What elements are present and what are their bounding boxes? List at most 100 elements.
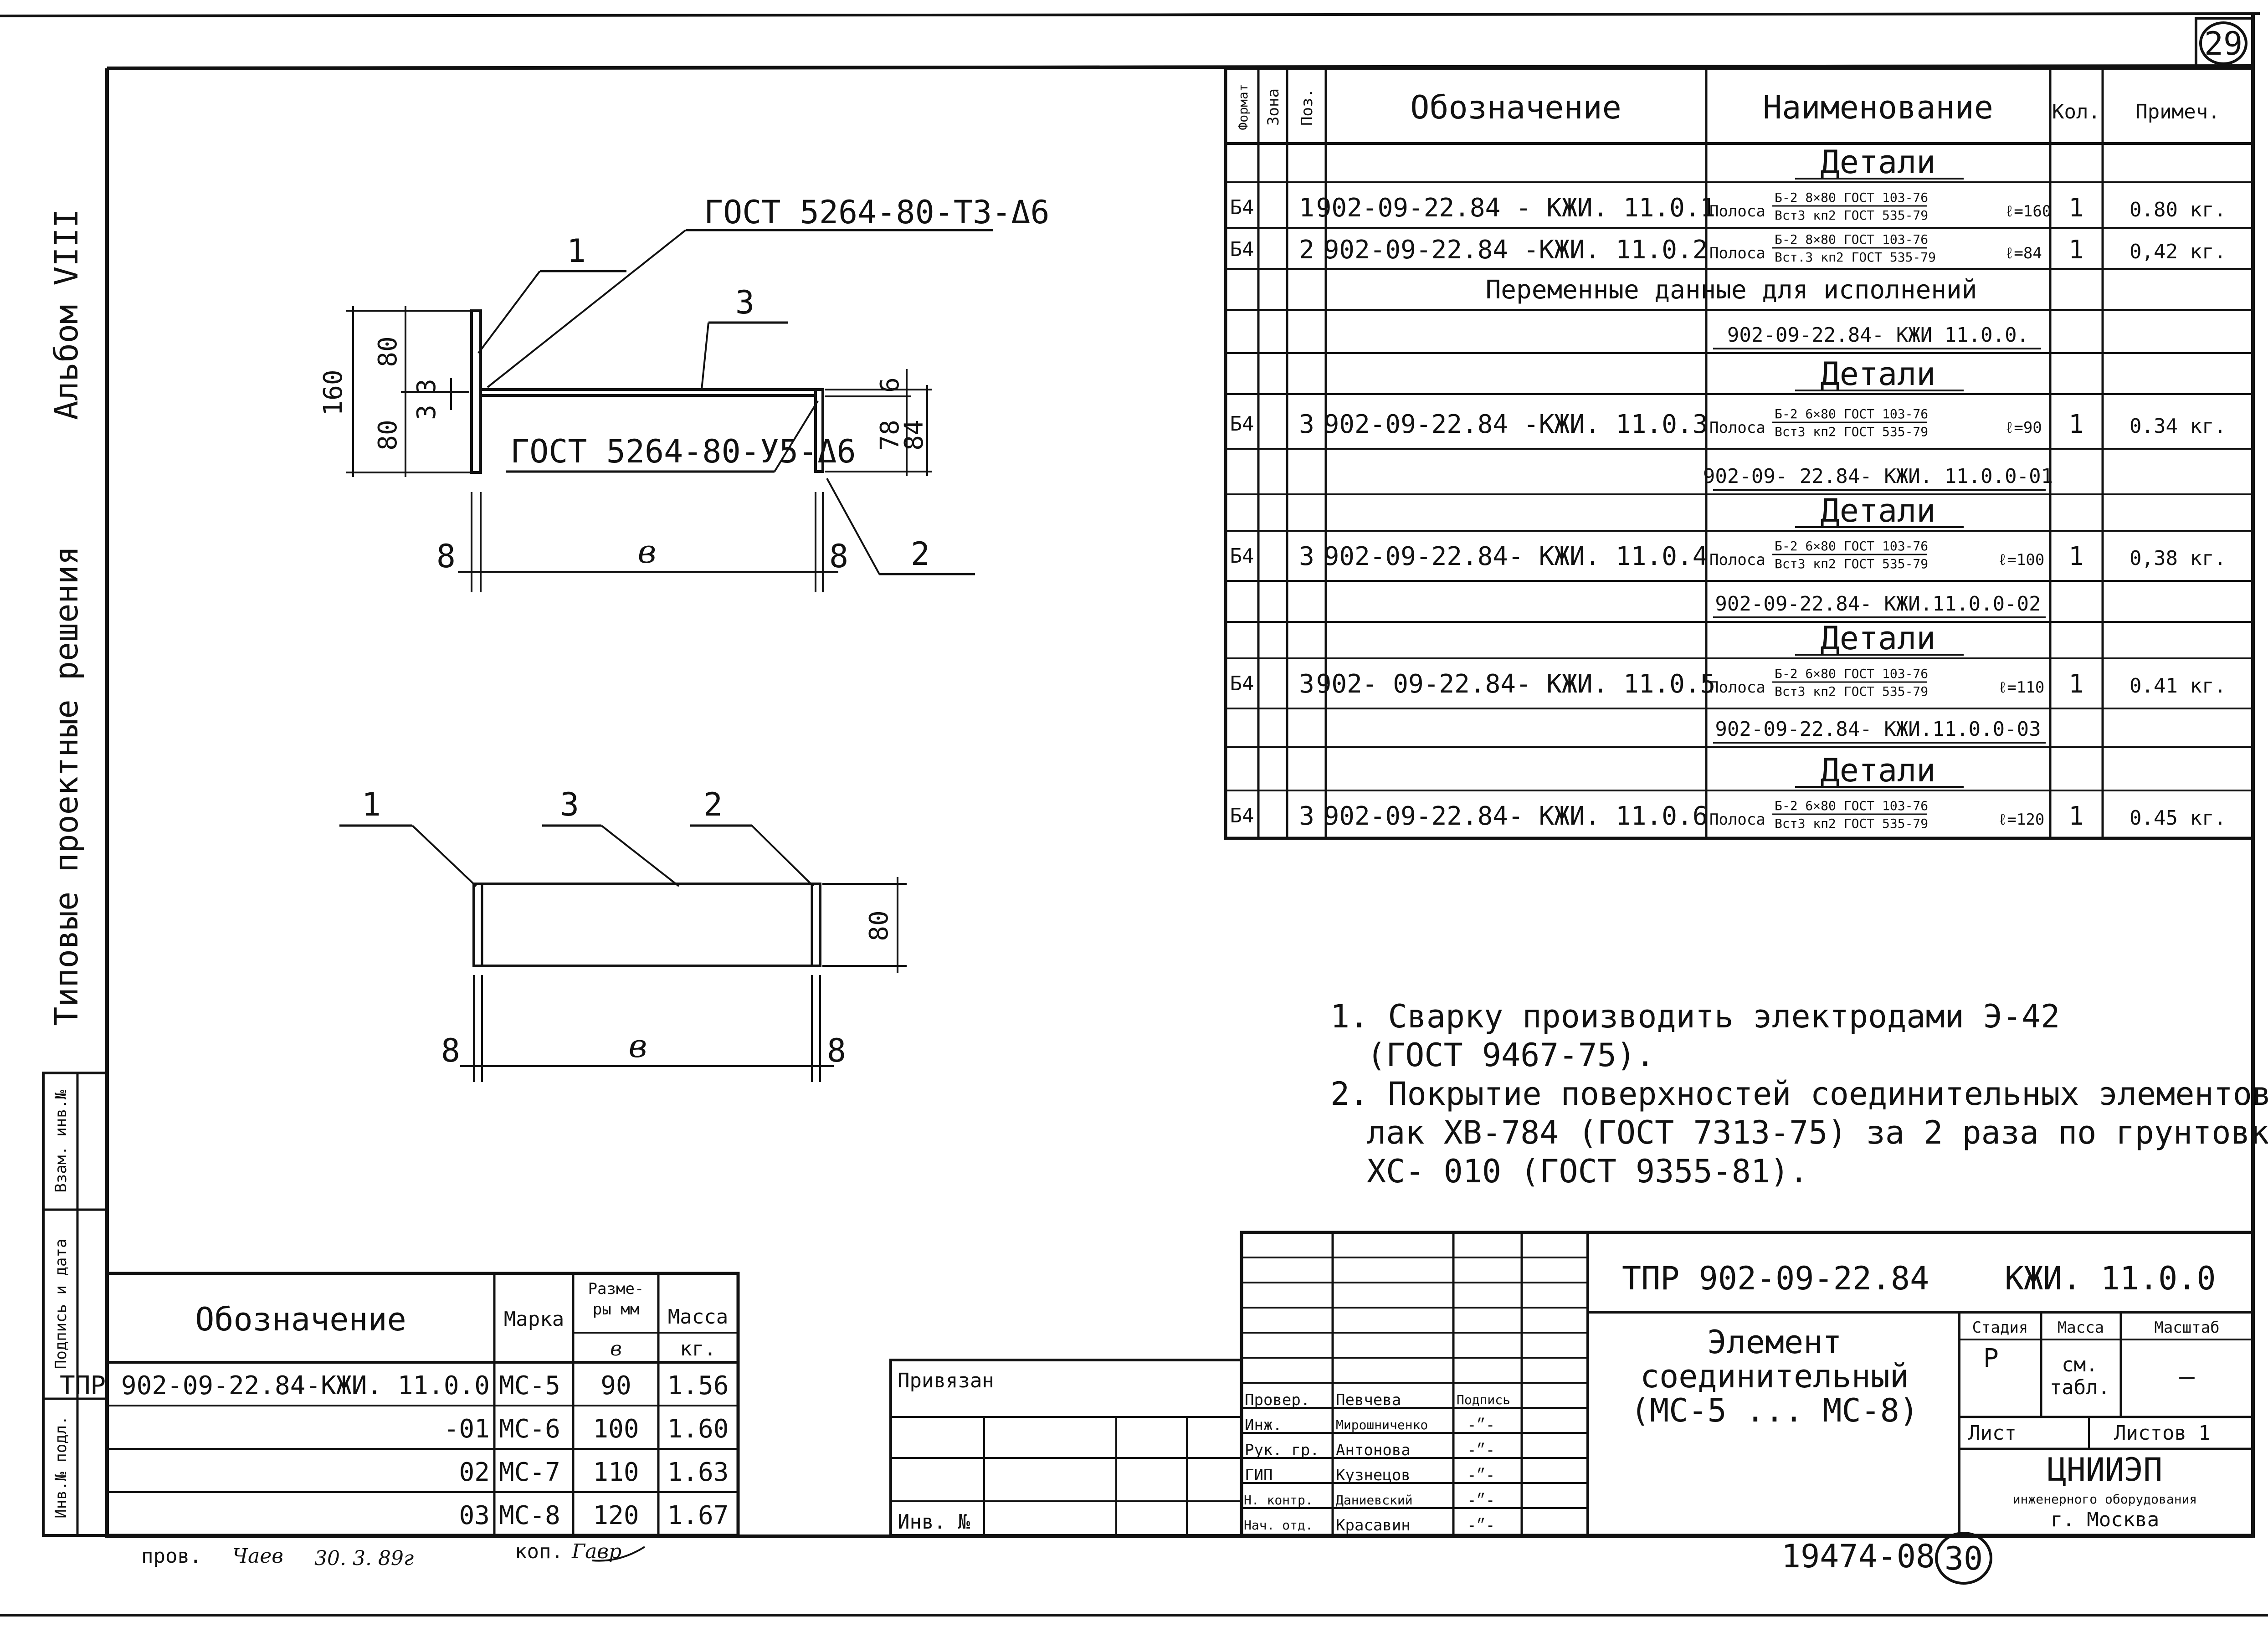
spec-row-5: Б4 3 902- 09-22.84- КЖИ. 11.0.5 Полоса Б… (1230, 666, 2226, 699)
spec-row-6: Б4 3 902-09-22.84- КЖИ. 11.0.6 Полоса Б-… (1230, 798, 2226, 831)
svg-text:ℓ=100: ℓ=100 (1998, 551, 2044, 569)
note-1-line-2: (ГОСТ 9467-75). (1367, 1037, 1655, 1074)
mass-table: Обозначение Марка Разме- ры мм в Масса к… (60, 1272, 740, 1537)
signature-row-2: Инж. Мирошниченко -״- (1245, 1416, 1495, 1434)
header-qty: Кол. (2052, 100, 2100, 123)
note-1-line-1: 1. Сварку производить электродами Э-42 (1330, 998, 2060, 1035)
svg-text:902-09-22.84 -КЖИ. 11.0.3: 902-09-22.84 -КЖИ. 11.0.3 (1324, 410, 1708, 439)
section-details-5: Детали (1821, 752, 1936, 789)
variant-base: 902-09-22.84- КЖИ 11.0.0. (1727, 323, 2029, 347)
svg-text:Кузнецов: Кузнецов (1336, 1466, 1411, 1484)
callout-1: 1 (567, 232, 586, 270)
callout-2: 2 (911, 535, 930, 573)
callout-2-plan: 2 (703, 786, 723, 823)
stamp-replace-inv: Взам. инв.№ (52, 1090, 70, 1193)
svg-text:Антонова: Антонова (1336, 1441, 1411, 1459)
mass-value-2: табл. (2050, 1376, 2110, 1399)
footer-codes: 19474-08 30 (1781, 1532, 1992, 1585)
svg-text:1.56: 1.56 (667, 1371, 729, 1401)
svg-text:ℓ=84: ℓ=84 (2005, 244, 2042, 262)
svg-text:Рук. гр.: Рук. гр. (1245, 1441, 1319, 1459)
weld-upper: ГОСТ 5264-80-Т3-Δ6 (704, 194, 1050, 231)
sheet-number: 29 (2204, 25, 2242, 62)
svg-text:1: 1 (2068, 669, 2084, 699)
spec-row-2: Б4 2 902-09-22.84 -КЖИ. 11.0.2 Полоса Б-… (1230, 232, 2226, 265)
variant-03: 902-09-22.84- КЖИ.11.0.0-03 (1715, 718, 2041, 741)
svg-text:Б4: Б4 (1230, 238, 1254, 261)
svg-text:3: 3 (1299, 801, 1314, 831)
svg-text:Полоса: Полоса (1709, 202, 1765, 221)
svg-text:0.41 кг.: 0.41 кг. (2129, 674, 2226, 698)
svg-text:1: 1 (2068, 801, 2084, 831)
binding-title: Привязан (898, 1369, 994, 1392)
checked-signature: Чаев (232, 1545, 283, 1568)
mass-row-4: 03 МС-8 120 1.67 (459, 1501, 729, 1530)
svg-text:902-09-22.84 - КЖИ. 11.0.1: 902-09-22.84 - КЖИ. 11.0.1 (1316, 193, 1716, 223)
signature-row-4: ГИП Кузнецов -״- (1245, 1466, 1495, 1484)
scale-label: Масштаб (2154, 1319, 2219, 1337)
svg-text:1: 1 (1299, 193, 1314, 223)
svg-text:Мирошниченко: Мирошниченко (1336, 1417, 1428, 1432)
svg-text:-״-: -״- (1467, 1466, 1495, 1484)
svg-text:ℓ=120: ℓ=120 (1998, 811, 2044, 829)
svg-text:110: 110 (593, 1458, 639, 1487)
dim-3-bottom: 3 (412, 405, 441, 420)
header-pos: Поз. (1298, 88, 1316, 126)
svg-text:100: 100 (593, 1414, 639, 1444)
drawing-plan-view: 80 8 8 в 1 3 2 (339, 786, 907, 1082)
doc-code: ТПР 902-09-22.84 (1622, 1260, 1929, 1297)
section-details-3: Детали (1821, 492, 1936, 529)
svg-text:1: 1 (2068, 542, 2084, 571)
dim-80-bottom: 80 (373, 420, 403, 450)
dim-8-left-plan: 8 (441, 1032, 460, 1069)
svg-text:1: 1 (2068, 410, 2084, 439)
svg-text:3: 3 (1299, 542, 1314, 571)
svg-text:Полоса: Полоса (1709, 419, 1765, 437)
sheet-number-badge: 29 (2195, 17, 2254, 70)
sheets-label: Листов 1 (2114, 1422, 2211, 1445)
bottom-sheet-number: 30 (1945, 1540, 1983, 1577)
org-sub: инженерного оборудования (2013, 1492, 2197, 1507)
sheet-label: Лист (1968, 1422, 2017, 1445)
svg-text:1.60: 1.60 (667, 1414, 729, 1444)
svg-text:1: 1 (2068, 235, 2084, 265)
title-block: Провер. Певчева Подпись Инж. Мирошниченк… (1240, 1231, 2255, 1537)
section-details-4: Детали (1821, 620, 1936, 657)
mass-label: Масса (2058, 1319, 2104, 1337)
svg-text:ℓ=110: ℓ=110 (1998, 678, 2044, 697)
stamp-sign-date: Подпись и дата (52, 1239, 70, 1370)
svg-text:0,38 кг.: 0,38 кг. (2129, 547, 2226, 570)
header-zone: Зона (1264, 88, 1283, 126)
svg-text:1.63: 1.63 (667, 1458, 729, 1487)
svg-text:902- 09-22.84- КЖИ. 11.0.5: 902- 09-22.84- КЖИ. 11.0.5 (1316, 669, 1716, 699)
org-name: ЦНИИЭП (2047, 1451, 2163, 1488)
svg-text:90: 90 (600, 1371, 631, 1401)
header-format: Формат (1236, 84, 1251, 130)
svg-text:-01: -01 (444, 1414, 490, 1444)
svg-text:2: 2 (1299, 235, 1314, 265)
doc-mark: КЖИ. 11.0.0 (2005, 1260, 2216, 1297)
specification-table: Формат Зона Поз. Обозначение Наименовани… (1224, 67, 2255, 840)
variant-02: 902-09-22.84- КЖИ.11.0.0-02 (1715, 592, 2041, 616)
spec-row-3: Б4 3 902-09-22.84 -КЖИ. 11.0.3 Полоса Б-… (1230, 406, 2226, 439)
svg-text:Инж.: Инж. (1245, 1416, 1282, 1434)
org-city: г. Москва (2051, 1508, 2159, 1531)
technical-notes: 1. Сварку производить электродами Э-42 (… (1330, 998, 2268, 1190)
svg-text:Красавин: Красавин (1336, 1516, 1411, 1534)
header-note: Примеч. (2135, 100, 2220, 123)
svg-text:0.80 кг.: 0.80 кг. (2129, 198, 2226, 221)
stamp-orig-inv: Инв.№ подл. (52, 1416, 70, 1518)
dim-80: 80 (864, 910, 894, 941)
svg-text:03: 03 (459, 1501, 490, 1530)
svg-text:Подпись: Подпись (1457, 1392, 1510, 1407)
dim-b: в (638, 533, 657, 570)
section-details-2: Детали (1821, 355, 1936, 393)
svg-text:МС-7: МС-7 (499, 1458, 560, 1487)
svg-text:Полоса: Полоса (1709, 551, 1765, 569)
title-line-3: (МС-5 ... МС-8) (1631, 1392, 1919, 1429)
svg-text:Вст.3 кп2 ГОСТ 535-79: Вст.3 кп2 ГОСТ 535-79 (1775, 250, 1936, 265)
dim-b-plan: в (629, 1027, 647, 1065)
scale-value: – (2179, 1362, 2195, 1391)
mass-row-1: ТПР 902-09-22.84-КЖИ. 11.0.0 МС-5 90 1.5… (60, 1371, 729, 1401)
binding-box: Привязан Инв. № (889, 1359, 1243, 1537)
